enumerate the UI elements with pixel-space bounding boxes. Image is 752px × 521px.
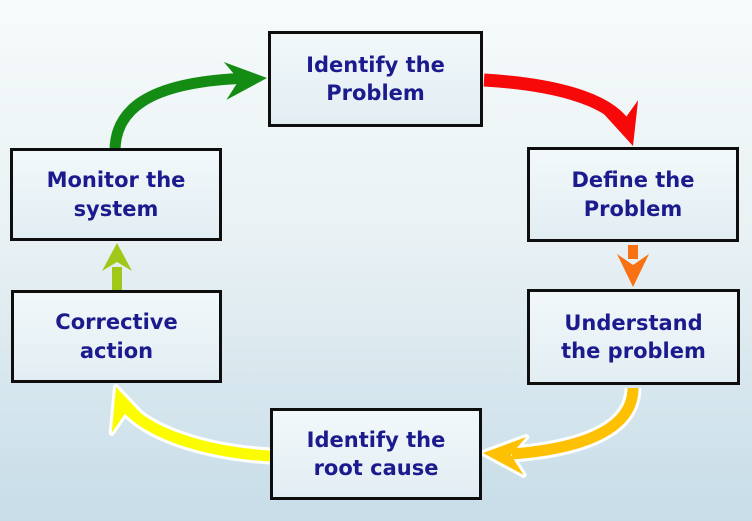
node-corrective-action: Corrective action	[11, 290, 222, 383]
arrow-understand-to-rootcause	[480, 387, 642, 478]
node-define-problem-label: Define the Problem	[571, 168, 695, 221]
node-identify-problem: Identify the Problem	[268, 31, 483, 127]
node-monitor-system-label: Monitor the system	[46, 168, 186, 221]
arrow-rootcause-to-corrective	[108, 384, 271, 465]
node-identify-root-cause-label: Identify the root cause	[306, 427, 446, 480]
node-identify-problem-label: Identify the Problem	[306, 52, 445, 105]
arrow-monitor-to-identify	[109, 61, 267, 152]
node-understand-problem-label: Understand the problem	[561, 310, 706, 363]
arrow-define-to-understand	[617, 245, 649, 287]
arrow-corrective-to-monitor	[102, 243, 132, 291]
node-identify-root-cause: Identify the root cause	[270, 408, 482, 500]
node-corrective-action-label: Corrective action	[55, 310, 178, 363]
arrow-identify-to-define	[483, 73, 639, 146]
node-understand-problem: Understand the problem	[527, 289, 740, 385]
node-monitor-system: Monitor the system	[10, 148, 222, 241]
node-define-problem: Define the Problem	[527, 147, 739, 242]
